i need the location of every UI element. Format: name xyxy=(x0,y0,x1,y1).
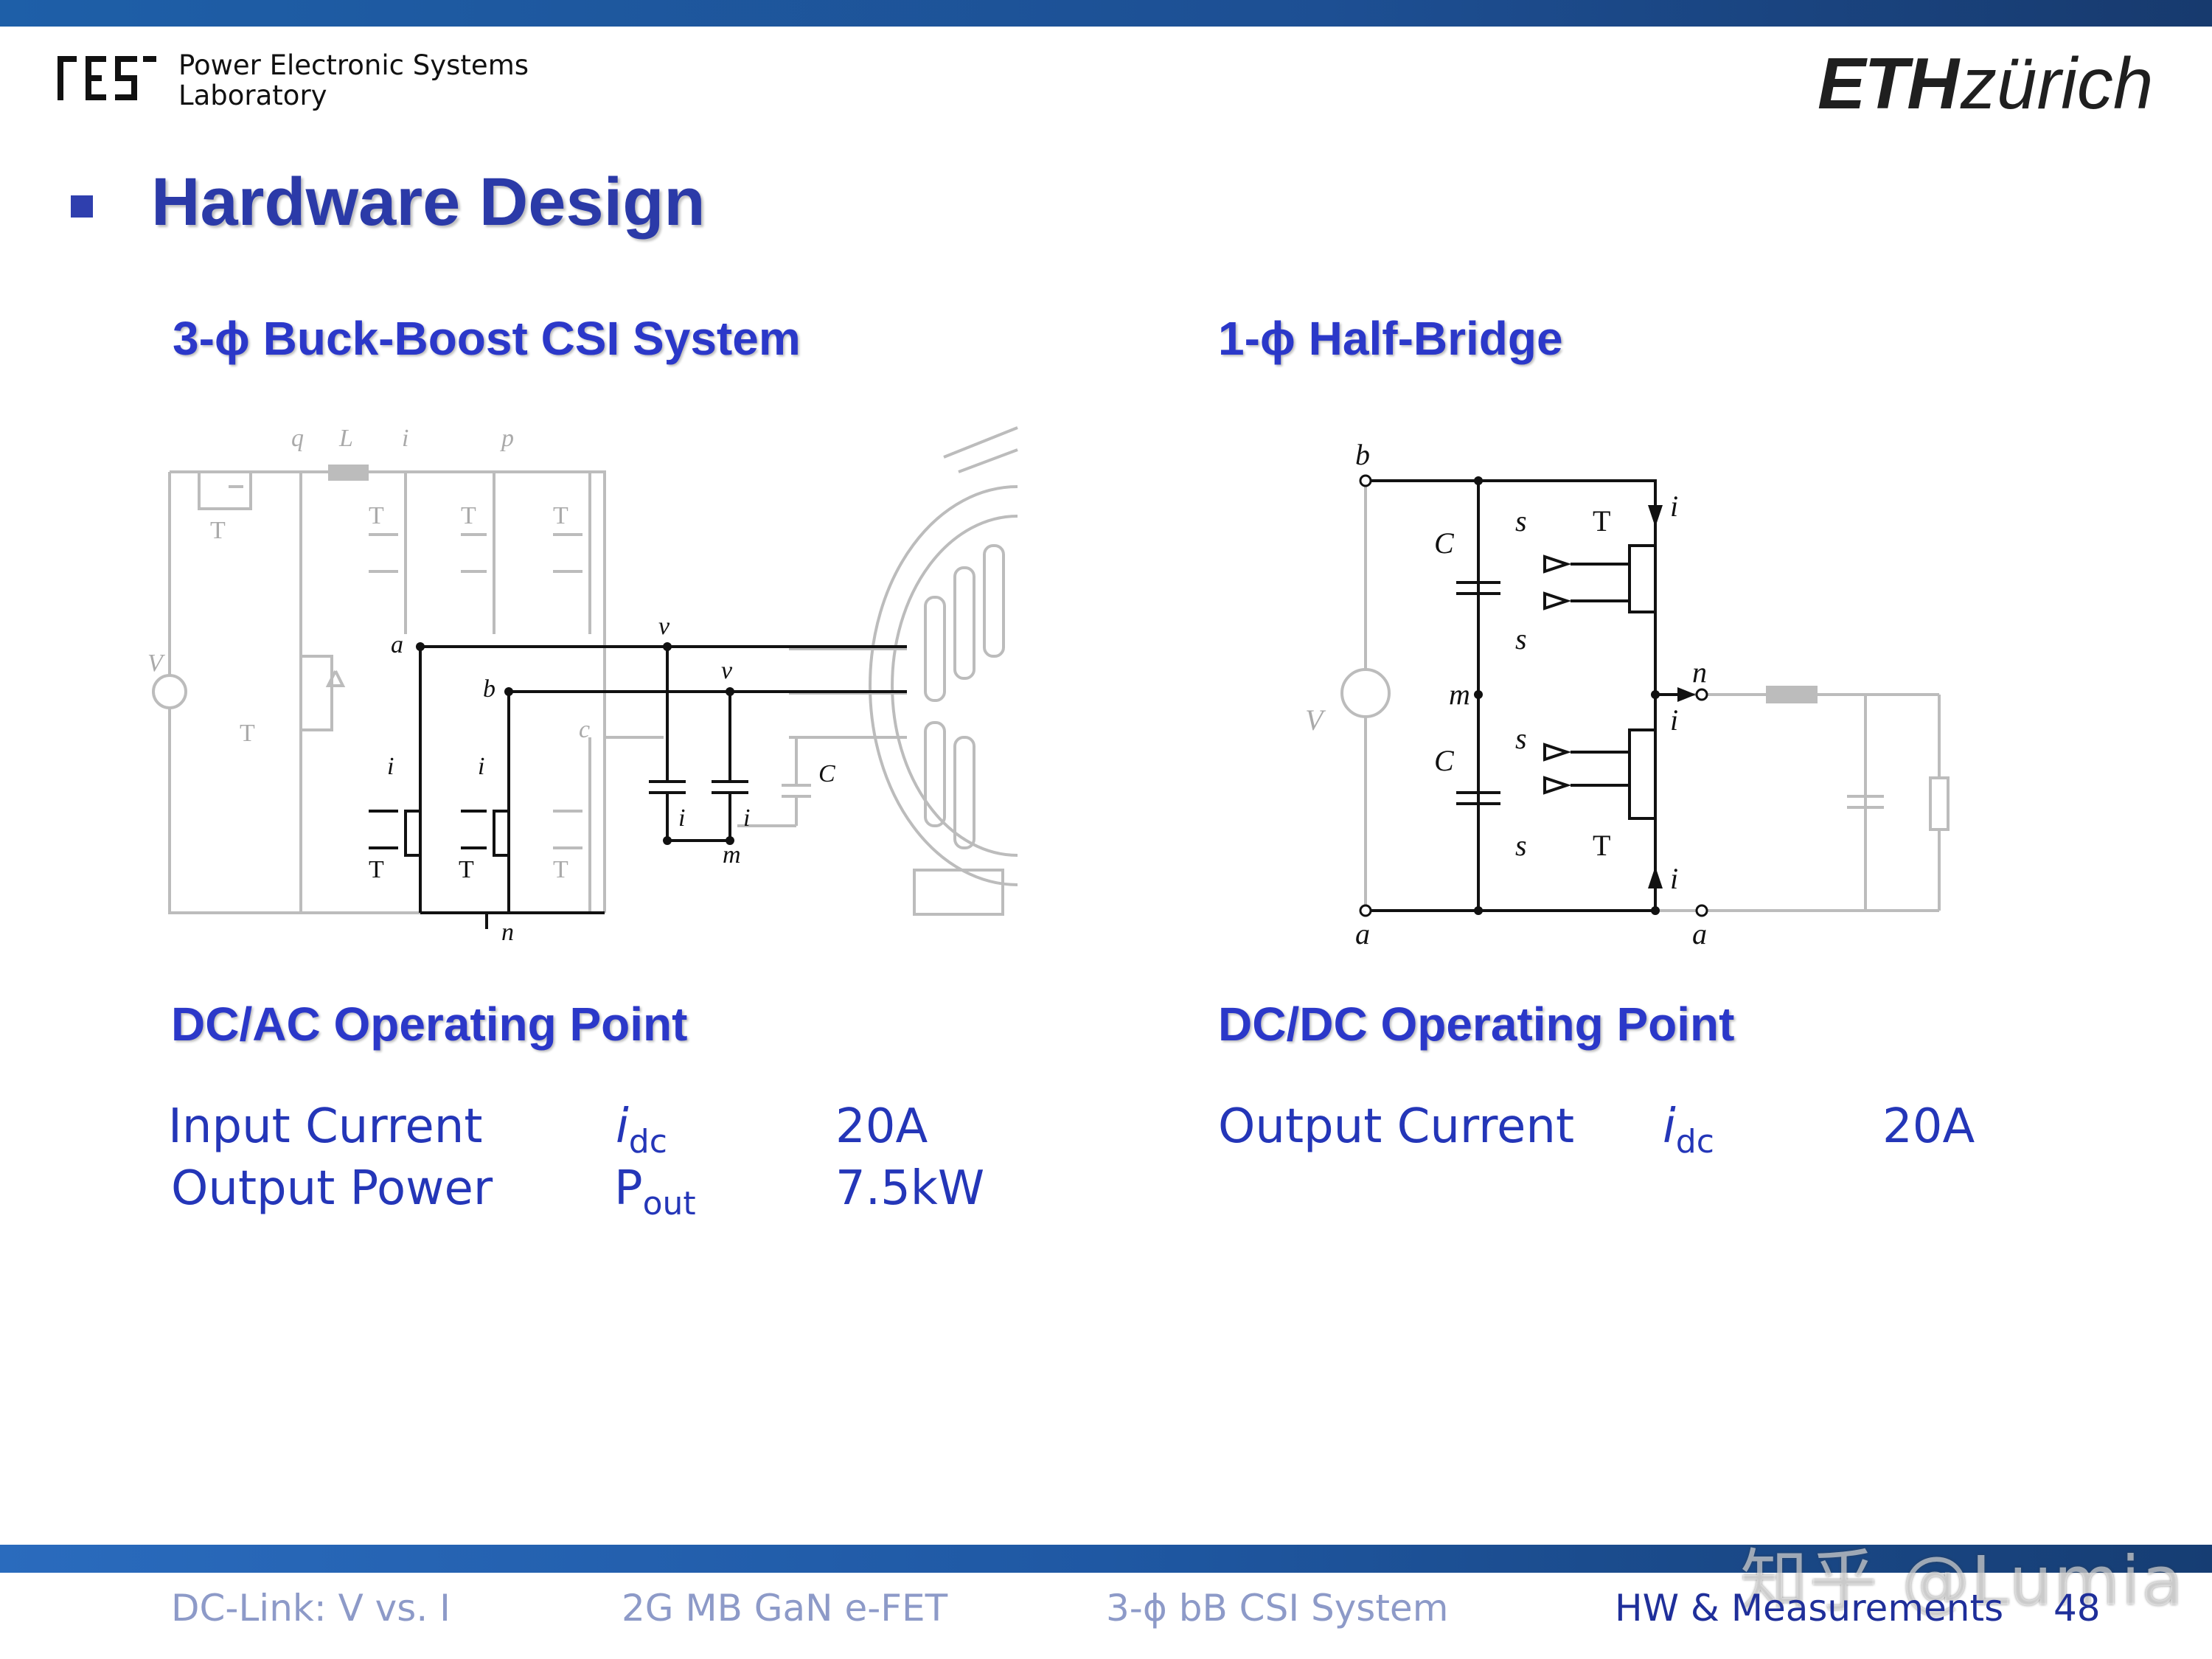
svg-text:i: i xyxy=(387,753,394,780)
csi-labels: a b v v m n i i i i xyxy=(387,613,750,946)
svg-text:i: i xyxy=(1670,703,1678,737)
svg-text:p: p xyxy=(500,425,514,452)
right-op-heading: DC/DC Operating Point xyxy=(1218,998,1735,1051)
eth-logo-bold: ETH xyxy=(1818,43,1959,124)
page-number: 48 xyxy=(2053,1587,2101,1630)
motor-graphic xyxy=(869,426,1018,916)
left-op-heading: DC/AC Operating Point xyxy=(171,998,688,1051)
svg-text:i: i xyxy=(478,753,484,780)
svg-text:q: q xyxy=(291,425,304,452)
footer-bar xyxy=(0,1545,2212,1573)
left-row-1-symbol: idc xyxy=(616,1097,667,1172)
svg-text:b: b xyxy=(1355,438,1370,471)
svg-text:V: V xyxy=(147,650,166,677)
left-row-1-value: 20A xyxy=(835,1099,928,1154)
watermark: 知乎 @Lumia xyxy=(1740,1542,2185,1621)
csi-circuit-diagram: a b v v m n i i i i T T V T T L i q p T … xyxy=(147,425,1018,946)
svg-text:T: T xyxy=(459,856,474,883)
half-bridge-faded-labels: V xyxy=(1305,703,1326,737)
svg-text:i: i xyxy=(1670,490,1678,523)
svg-text:i: i xyxy=(678,804,685,832)
eth-zurich-logo: ETHzürich xyxy=(1818,43,2153,124)
svg-text:n: n xyxy=(501,919,514,946)
svg-text:i: i xyxy=(402,425,408,452)
left-row-2-symbol-sub: out xyxy=(642,1185,696,1222)
svg-text:i: i xyxy=(743,804,750,832)
svg-text:m: m xyxy=(1449,678,1470,711)
svg-text:a: a xyxy=(391,631,403,658)
eth-logo-light: zürich xyxy=(1961,43,2154,124)
svg-text:v: v xyxy=(721,657,733,684)
lab-name-line1: Power Electronic Systems xyxy=(178,49,529,81)
pes-logo xyxy=(58,56,156,100)
svg-text:m: m xyxy=(723,841,741,869)
title-bullet xyxy=(71,195,93,218)
half-bridge-circuit-diagram: b a a m n C C i i i s s s s T T V xyxy=(1305,438,1950,950)
half-bridge-labels: b a a m n C C i i i s s s s xyxy=(1355,438,1707,950)
svg-text:s: s xyxy=(1515,722,1527,755)
right-heading: 1-ϕ Half-Bridge xyxy=(1218,312,1563,365)
svg-text:L: L xyxy=(338,425,353,452)
footer-nav-dc-link[interactable]: DC-Link: V vs. I xyxy=(171,1587,451,1630)
page-title: Hardware Design xyxy=(151,164,706,240)
footer-nav-hw-measurements[interactable]: HW & Measurements xyxy=(1615,1587,2004,1630)
left-row-2-label: Output Power xyxy=(171,1161,493,1216)
svg-text:s: s xyxy=(1515,622,1527,655)
svg-text:V: V xyxy=(1305,703,1326,737)
svg-text:a: a xyxy=(1355,917,1370,950)
svg-text:C: C xyxy=(818,760,835,787)
left-row-2-symbol-main: P xyxy=(614,1161,643,1216)
lab-name-line2: Laboratory xyxy=(178,80,327,111)
svg-text:T: T xyxy=(461,502,476,529)
half-bridge-nodes xyxy=(1474,476,1696,915)
svg-text:C: C xyxy=(1434,526,1455,560)
csi-active-wiring xyxy=(369,645,907,929)
left-row-2-value: 7.5kW xyxy=(835,1161,985,1216)
half-bridge-active-wiring xyxy=(1366,479,1692,912)
svg-text:s: s xyxy=(1515,504,1527,538)
right-row-1-value: 20A xyxy=(1882,1099,1975,1154)
csi-switch-labels: T T xyxy=(369,856,474,883)
svg-text:v: v xyxy=(658,613,670,640)
right-row-1-symbol-main: i xyxy=(1663,1099,1676,1154)
svg-text:n: n xyxy=(1692,655,1707,689)
svg-text:T: T xyxy=(553,502,568,529)
left-row-1-label: Input Current xyxy=(168,1099,483,1154)
svg-text:c: c xyxy=(579,716,590,743)
svg-text:i: i xyxy=(1670,862,1678,895)
csi-nodes xyxy=(416,642,734,845)
svg-text:T: T xyxy=(210,517,226,544)
footer-nav-csi-system[interactable]: 3-ϕ bB CSI System xyxy=(1106,1587,1449,1630)
csi-faded-wiring xyxy=(152,465,907,914)
half-bridge-terminals xyxy=(1359,474,1708,917)
svg-text:T: T xyxy=(1593,829,1610,862)
right-row-1-symbol-sub: dc xyxy=(1675,1123,1714,1161)
svg-text:T: T xyxy=(369,502,384,529)
half-bridge-switch-labels: T T xyxy=(1593,504,1610,862)
svg-text:C: C xyxy=(1434,744,1455,777)
lab-name: Power Electronic Systems Laboratory xyxy=(178,50,529,111)
left-row-1-symbol-main: i xyxy=(616,1099,629,1154)
left-row-1-symbol-sub: dc xyxy=(628,1123,667,1161)
svg-text:T: T xyxy=(1593,504,1610,538)
footer-nav-gan-fet[interactable]: 2G MB GaN e-FET xyxy=(622,1587,948,1630)
svg-text:T: T xyxy=(369,856,384,883)
svg-text:a: a xyxy=(1692,917,1707,950)
left-heading: 3-ϕ Buck-Boost CSI System xyxy=(173,312,801,365)
left-row-2-symbol: Pout xyxy=(614,1159,696,1234)
svg-text:s: s xyxy=(1515,829,1527,862)
svg-text:T: T xyxy=(553,856,568,883)
right-row-1-label: Output Current xyxy=(1218,1099,1575,1154)
svg-text:b: b xyxy=(483,675,495,703)
top-accent-bar xyxy=(0,0,2212,27)
svg-text:T: T xyxy=(240,720,255,747)
right-row-1-symbol: idc xyxy=(1663,1097,1714,1172)
